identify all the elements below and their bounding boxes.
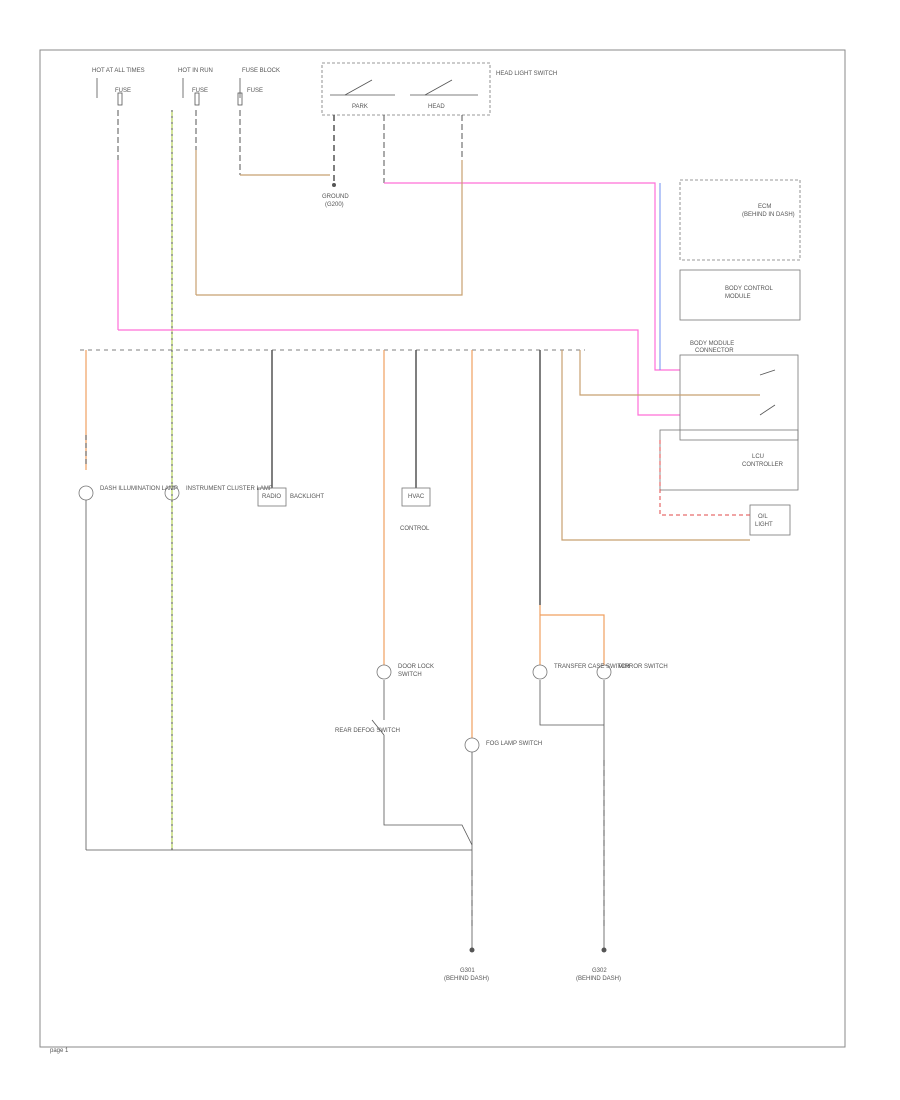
ground-symbol-2: G302 (BEHIND DASH) xyxy=(576,947,621,982)
wire xyxy=(196,160,463,296)
load-column-4: HVAC CONTROL xyxy=(400,350,431,532)
load-desc: BACKLIGHT xyxy=(290,494,324,500)
module-desc: MODULE xyxy=(725,294,751,300)
lamp-icon xyxy=(464,737,480,753)
lamp-icon xyxy=(532,664,548,680)
load-label: INSTRUMENT CLUSTER LAMP xyxy=(186,486,273,492)
fuse-label-fuse-block: FUSE BLOCK xyxy=(242,68,280,74)
module-body-control: BODY CONTROL MODULE xyxy=(679,269,801,321)
lamp-icon xyxy=(78,485,94,501)
fuse-text-3: FUSE xyxy=(247,88,263,94)
module-desc: (BEHIND IN DASH) xyxy=(742,212,795,218)
load-column-6: FOG LAMP SWITCH xyxy=(464,350,542,948)
head-light-switch-label: HEAD LIGHT SWITCH xyxy=(496,71,557,77)
diagram-frame xyxy=(39,49,846,1048)
load-label: DOOR LOCK xyxy=(398,664,434,670)
lamp-icon xyxy=(376,664,392,680)
module-ovl: O/L LIGHT xyxy=(749,504,791,536)
fuse-text-2: FUSE xyxy=(192,88,208,94)
fuse-label-hot-in-run: HOT IN RUN xyxy=(178,68,213,74)
fuse-label-hot-at-all-times: HOT AT ALL TIMES xyxy=(92,68,145,74)
load-desc: SWITCH xyxy=(398,672,422,678)
load-label: MIRROR SWITCH xyxy=(618,664,668,670)
module-ecm: ECM (BEHIND IN DASH) xyxy=(679,179,801,261)
module-label: ECM xyxy=(758,204,771,210)
ground-label: G302 xyxy=(592,968,607,974)
load-column-2: INSTRUMENT CLUSTER LAMP xyxy=(164,485,273,501)
module-desc: CONTROLLER xyxy=(742,462,784,468)
module-label: BODY MODULE xyxy=(690,341,734,347)
ground-symbol-1: G301 (BEHIND DASH) xyxy=(444,947,489,982)
component-box xyxy=(401,487,431,507)
module-label: LCU xyxy=(752,454,764,460)
ground-label: GROUND xyxy=(322,194,349,200)
fuse-icon xyxy=(117,92,123,106)
load-label: HVAC xyxy=(408,494,425,500)
wire xyxy=(659,440,750,516)
module-lcu: LCU CONTROLLER xyxy=(659,429,799,491)
load-label: REAR DEFOG SWITCH xyxy=(335,728,400,734)
park-label: PARK xyxy=(352,104,368,110)
load-column-5: DOOR LOCK SWITCH REAR DEFOG SWITCH xyxy=(335,350,473,846)
load-column-1: DASH ILLUMINATION LAMP xyxy=(78,350,178,850)
lamp-icon xyxy=(596,664,612,680)
component-box xyxy=(257,487,287,507)
wire xyxy=(384,182,680,371)
fuse-group-3: FUSE BLOCK FUSE xyxy=(237,68,280,106)
fuse-icon xyxy=(237,92,243,106)
module-label: O/L xyxy=(758,514,768,520)
page-id: page 1 xyxy=(50,1048,69,1054)
fuse-group-1: HOT AT ALL TIMES FUSE xyxy=(92,68,145,106)
head-label: HEAD xyxy=(428,104,445,110)
load-label: DASH ILLUMINATION LAMP xyxy=(100,486,178,492)
module-desc: CONNECTOR xyxy=(695,348,734,354)
load-column-7: TRANSFER CASE SWITCH MIRROR SWITCH xyxy=(532,350,668,948)
ground-desc: (BEHIND DASH) xyxy=(444,976,489,982)
module-label: BODY CONTROL xyxy=(725,286,774,292)
lamp-icon xyxy=(164,485,180,501)
fuse-text-1: FUSE xyxy=(115,88,131,94)
ground-desc: (BEHIND DASH) xyxy=(576,976,621,982)
wire xyxy=(561,350,750,541)
module-desc: LIGHT xyxy=(755,522,773,528)
load-label: TRANSFER CASE SWITCH xyxy=(554,664,630,670)
fuse-icon xyxy=(194,92,200,106)
load-label: RADIO xyxy=(262,494,281,500)
ground-desc: (G200) xyxy=(325,202,344,208)
module-body-connector: BODY MODULE CONNECTOR xyxy=(679,341,799,441)
switch-ground: GROUND (G200) xyxy=(322,115,349,208)
wire xyxy=(579,350,760,396)
load-column-3: RADIO BACKLIGHT xyxy=(257,350,324,507)
wire xyxy=(118,329,680,416)
ground-label: G301 xyxy=(460,968,475,974)
fuse-group-2: HOT IN RUN FUSE xyxy=(178,68,213,106)
head-light-switch: HEAD LIGHT SWITCH PARK HEAD xyxy=(321,62,557,116)
load-desc: CONTROL xyxy=(400,526,430,532)
load-label: FOG LAMP SWITCH xyxy=(486,741,542,747)
